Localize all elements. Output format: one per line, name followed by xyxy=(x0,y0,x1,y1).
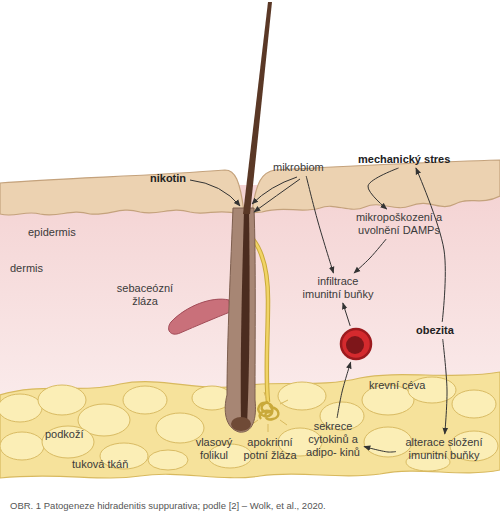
part-label: nikotin xyxy=(150,172,210,185)
hair-root xyxy=(241,210,250,425)
figure-caption: OBR. 1 Patogeneze hidradenitis suppurati… xyxy=(10,500,326,512)
sebaceous-gland xyxy=(169,299,230,334)
hair-shaft xyxy=(243,2,272,214)
flow-arrow xyxy=(368,168,399,209)
fat-lobule xyxy=(364,427,412,457)
concept-box: sekrece cytokinů a adipo- kinů xyxy=(304,420,362,459)
flow-arrow xyxy=(416,168,445,322)
concept-text: mikropoškození a uvolnění DAMPs xyxy=(344,211,454,237)
fat-lobule xyxy=(452,390,496,418)
blood-vessel: krevní céva xyxy=(339,327,373,361)
fat-lobule xyxy=(38,385,86,415)
part-label: tuková tkáň xyxy=(72,458,152,471)
concept-box: mikrobiom xyxy=(273,161,335,174)
leader-arrow xyxy=(190,180,240,206)
concept-text: alterace složení imunitní buňky xyxy=(398,436,490,462)
concept-box: mechanický stres xyxy=(358,153,468,166)
vessel-shape xyxy=(339,327,373,361)
concept-text: mechanický stres xyxy=(358,153,468,166)
concept-text: mikrobiom xyxy=(273,161,335,174)
flow-arrow xyxy=(354,239,386,273)
concept-text: obezita xyxy=(416,324,468,337)
part-label: podkoží xyxy=(45,428,115,441)
fat-lobule xyxy=(0,394,42,422)
hair-bulb xyxy=(231,417,251,431)
vessel-label: krevní céva xyxy=(369,379,425,392)
fat-lobule xyxy=(0,432,44,460)
vessel-lumen xyxy=(346,336,364,354)
flow-arrow xyxy=(343,303,350,326)
vessel-wall xyxy=(341,329,371,359)
part-label: sebaceózní žláza xyxy=(110,282,180,308)
leader-arrows xyxy=(190,177,300,212)
concept-text: sekrece cytokinů a adipo- kinů xyxy=(304,420,362,459)
leader-arrow xyxy=(254,179,300,212)
fat-lobule xyxy=(278,382,326,410)
part-label: vlasový folikul xyxy=(186,436,242,462)
leader-arrow xyxy=(252,177,297,204)
concept-box: infiltrace imunitní buňky xyxy=(298,275,378,301)
part-label: dermis xyxy=(10,262,70,275)
part-label: epidermis xyxy=(28,226,98,239)
concept-box: obezita xyxy=(416,324,468,337)
concept-box: alterace složení imunitní buňky xyxy=(398,436,490,462)
part-label: apokrinní potní žláza xyxy=(238,436,302,462)
sweat-gland-coil xyxy=(258,402,278,419)
fat-lobule xyxy=(123,386,167,414)
flow-arrow xyxy=(364,447,396,453)
flow-arrow xyxy=(337,362,351,418)
concept-text: infiltrace imunitní buňky xyxy=(298,275,378,301)
flow-arrow xyxy=(306,176,333,273)
fat-lobule xyxy=(148,450,188,470)
flow-arrow xyxy=(443,339,447,434)
concept-box: mikropoškození a uvolnění DAMPs xyxy=(344,211,454,237)
hair-follicle xyxy=(225,208,255,432)
